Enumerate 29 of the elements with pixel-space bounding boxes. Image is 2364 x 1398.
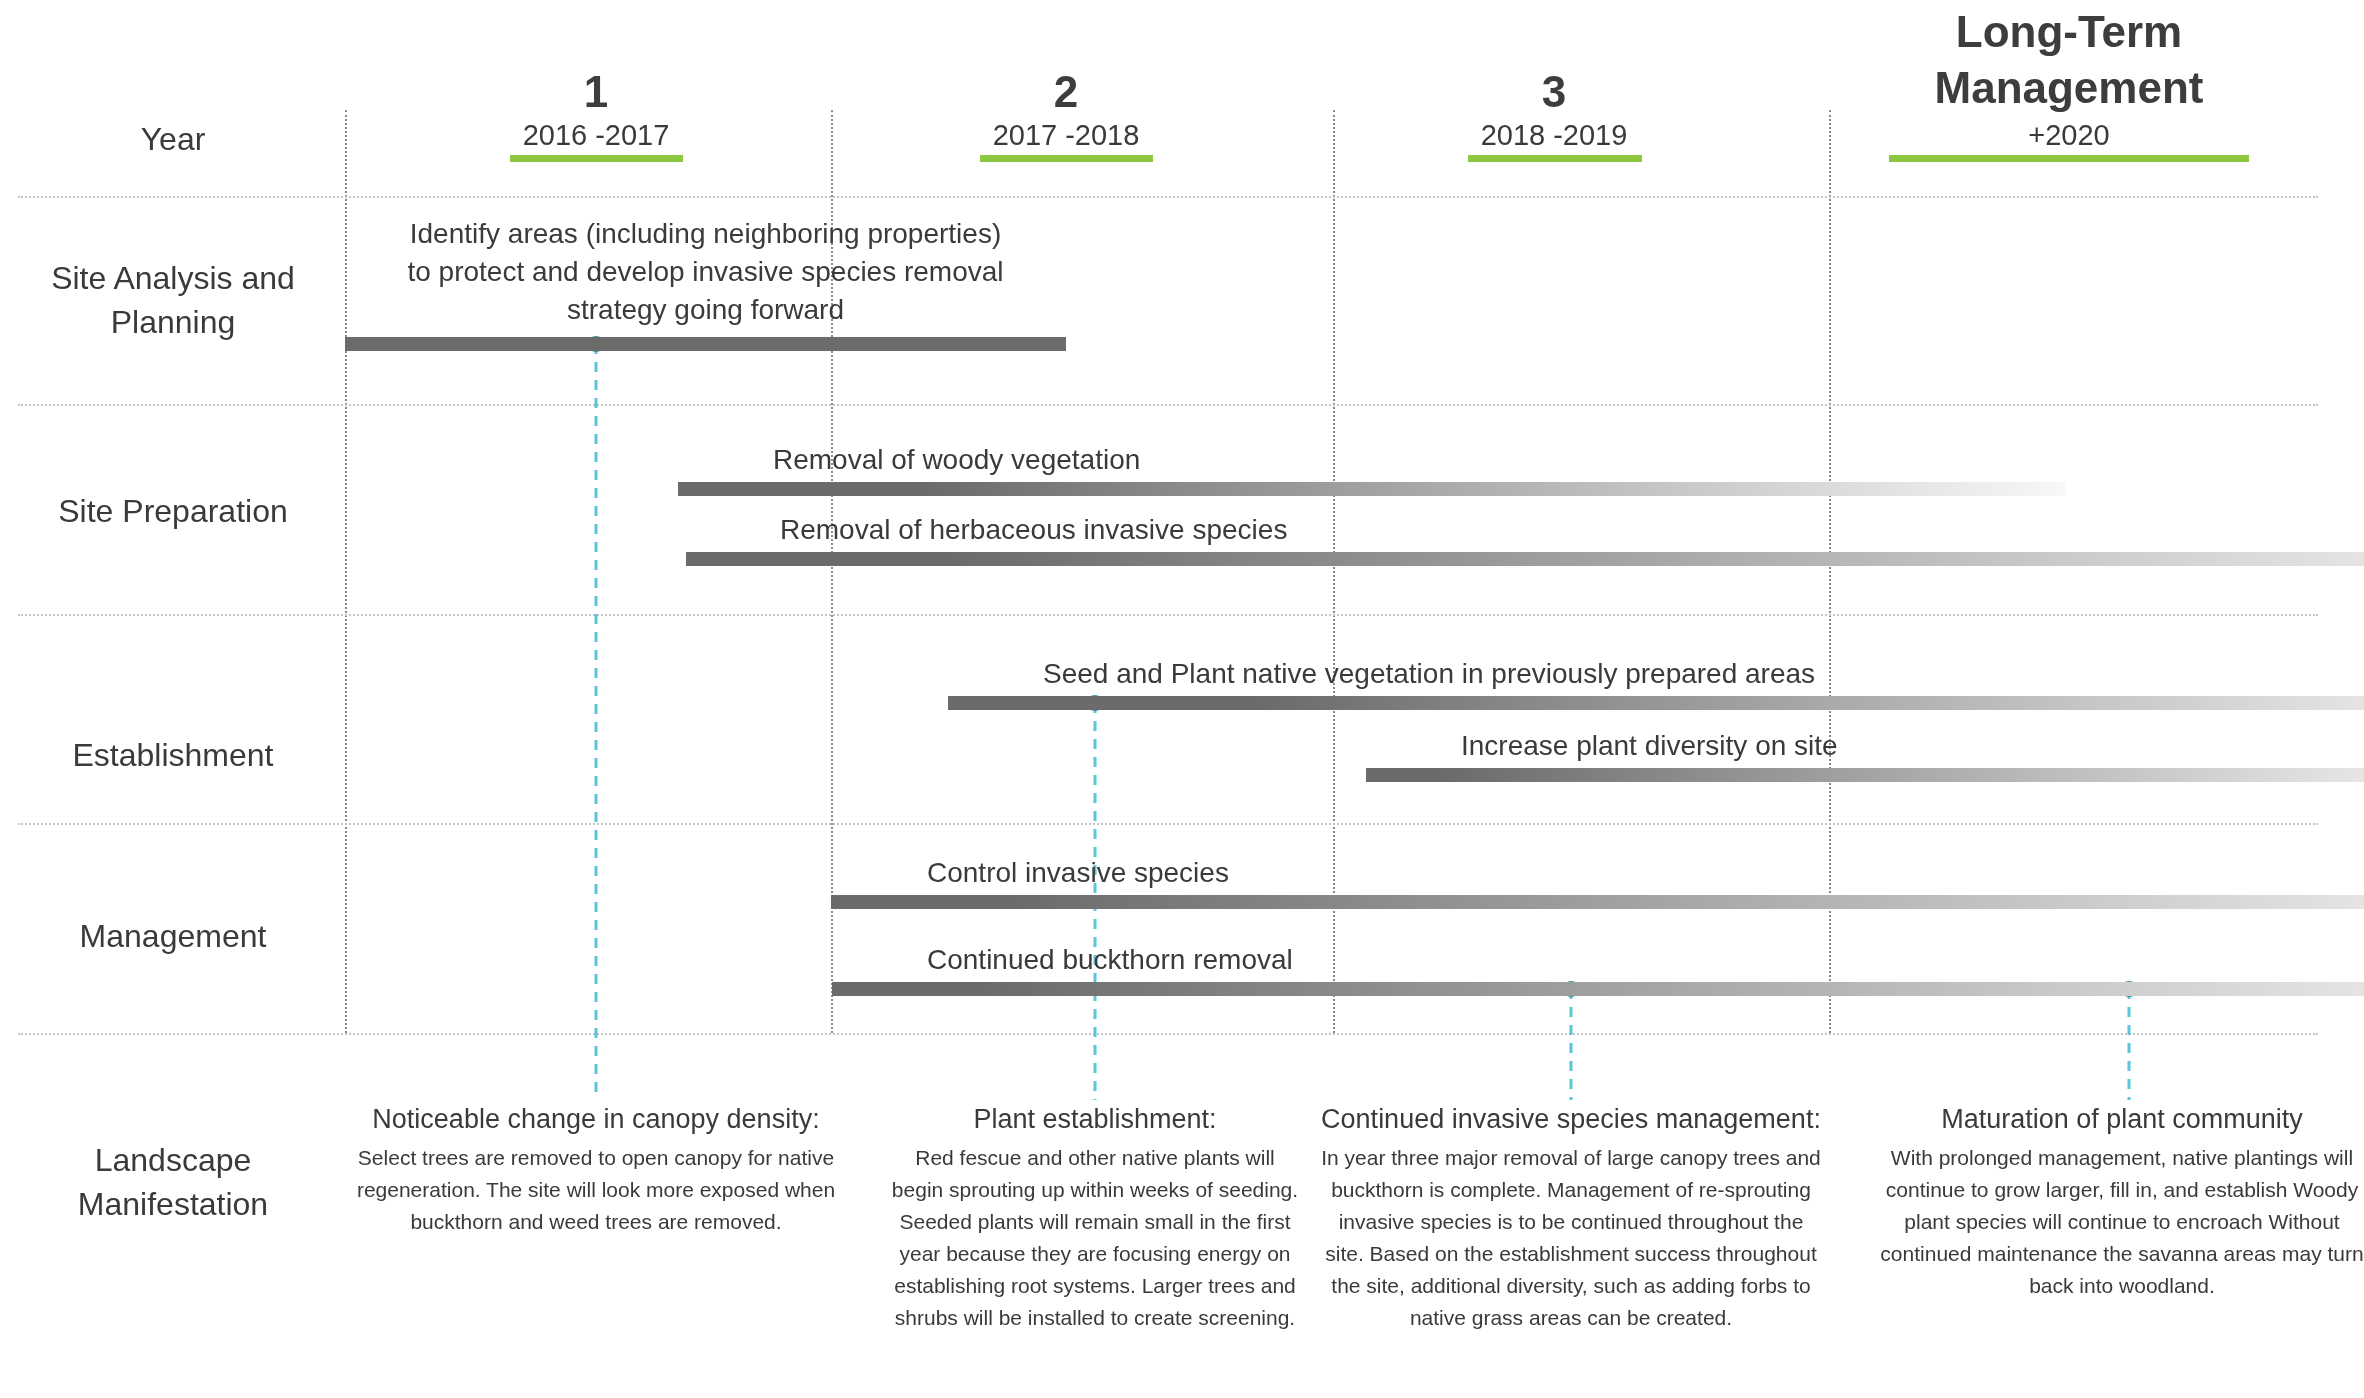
year-range: 2016 -2017 — [522, 118, 670, 154]
outcome-heading: Continued invasive species management: — [1321, 1103, 1821, 1136]
year-range: 2018 -2019 — [1480, 118, 1628, 154]
year-range: 2017 -2018 — [992, 118, 1140, 154]
task-label: Control invasive species — [927, 856, 1229, 890]
row-heading: Management — [79, 917, 267, 956]
row-heading: Establishment — [72, 736, 274, 775]
outcome-heading: Maturation of plant community — [1941, 1103, 2303, 1136]
outcome-heading: Plant establishment: — [973, 1103, 1217, 1136]
outcome-text: With prolonged management, native plantings will continue to grow larger, fill in, and establish Woody plant species will continue to encroach Without continued maintenance the savanna areas may turn back into woodland. — [1880, 1145, 2364, 1299]
task-label: Increase plant diversity on site — [1461, 729, 1838, 763]
outcome-text: Red fescue and other native plants will begin sprouting up within weeks of seeding. Seeded plants will remain small in the first year because they are focusing energy on establishing root systems. Larger trees and shrubs will be installed to create screening. — [890, 1145, 1300, 1331]
phase-heading: 2 — [1053, 66, 1079, 118]
phase-heading: 1 — [583, 66, 609, 118]
task-label: Continued buckthorn removal — [927, 943, 1293, 977]
task-label: Seed and Plant native vegetation in previously prepared areas — [1043, 657, 1816, 691]
task-description: Identify areas (including neighboring properties) to protect and develop invasive species removal strategy going forward — [406, 217, 1005, 327]
task-label: Removal of woody vegetation — [773, 443, 1141, 477]
outcome-text: Select trees are removed to open canopy for native regeneration. The site will look more exposed when buckthorn and weed trees are removed. — [356, 1145, 836, 1235]
column-heading: Year — [140, 120, 206, 159]
phase-heading: Long-Term Management — [1933, 6, 2205, 114]
phase-heading: 3 — [1541, 66, 1567, 118]
task-label: Removal of herbaceous invasive species — [780, 513, 1288, 547]
row-heading: Landscape Manifestation — [76, 1141, 270, 1224]
outcome-heading: Noticeable change in canopy density: — [372, 1103, 820, 1136]
year-range: +2020 — [2028, 118, 2110, 154]
outcome-text: In year three major removal of large canopy trees and buckthorn is complete. Management of re-sprouting invasive species is to be continued throughout the site. Based on the establishment success throughout the site, additional diversity, such as adding forbs to native grass areas can be created. — [1321, 1145, 1821, 1331]
row-heading: Site Preparation — [58, 492, 288, 531]
row-heading: Site Analysis and Planning — [50, 259, 296, 342]
